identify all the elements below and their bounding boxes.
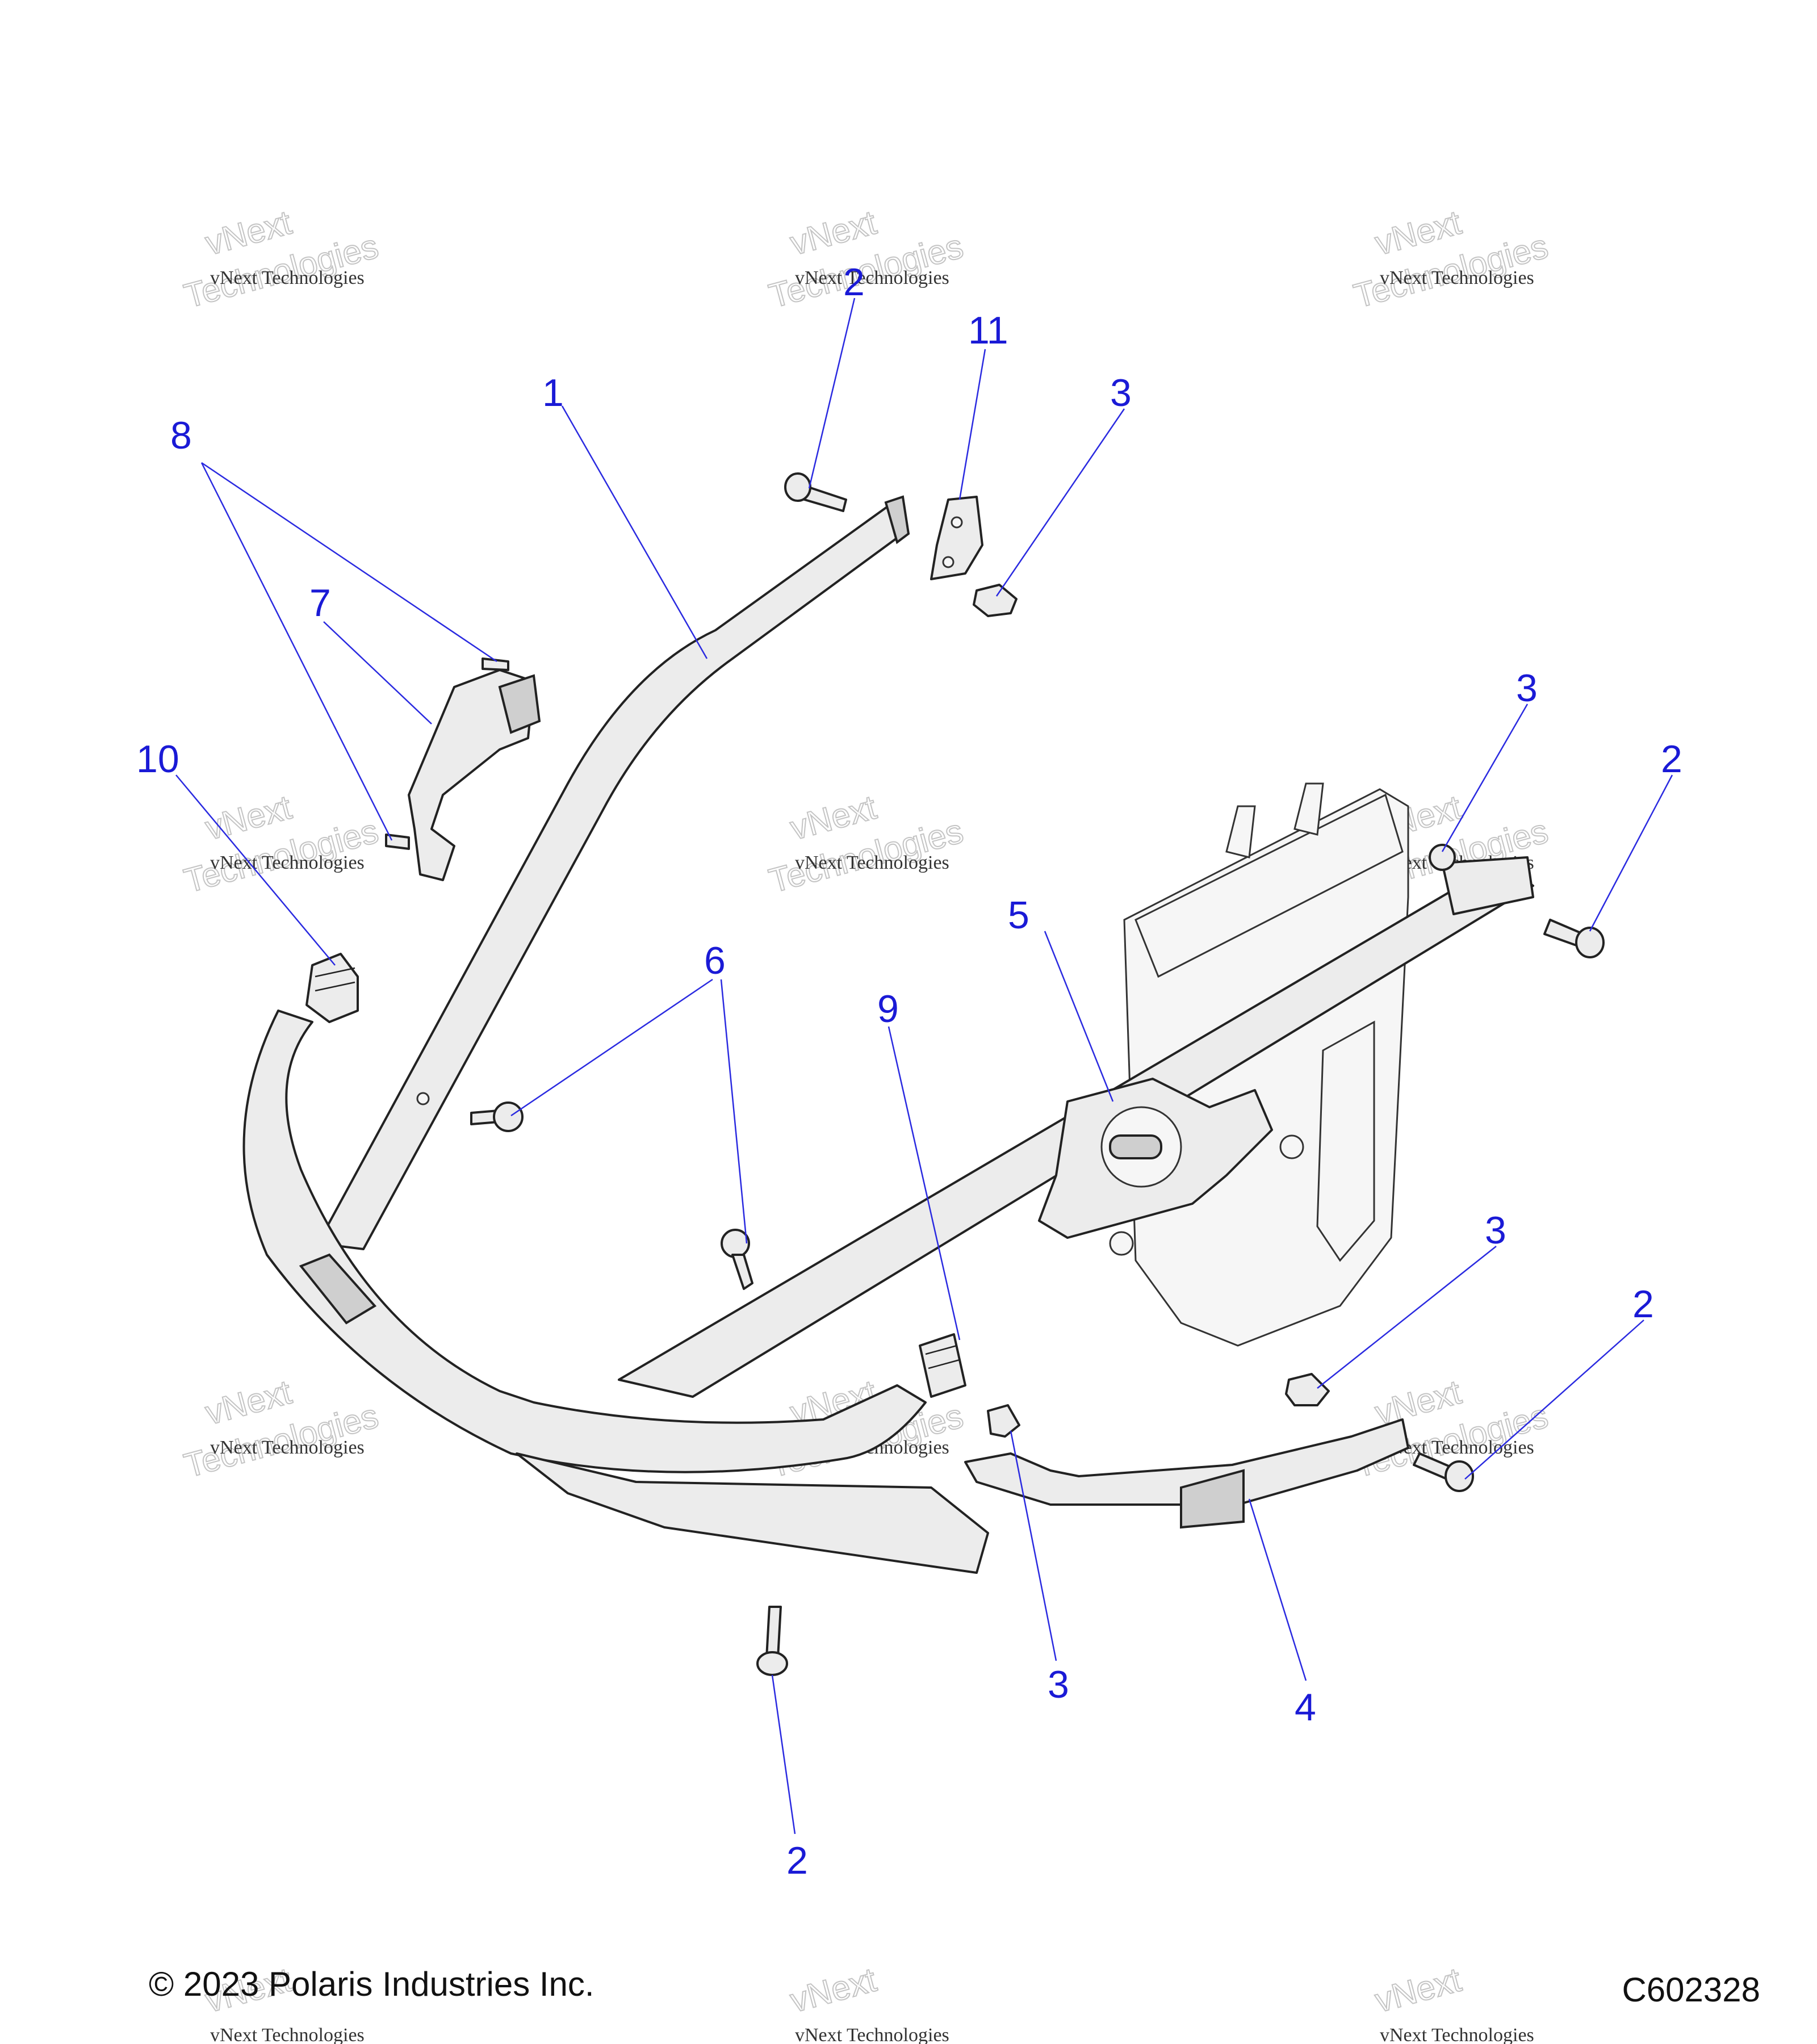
callout-2-lower-right: 2	[1632, 1283, 1654, 1326]
bumper-tube	[242, 1010, 927, 1473]
callout-3-bottom: 3	[1048, 1663, 1069, 1706]
callout-10: 10	[136, 738, 179, 781]
hitch-plate-part-5	[1038, 1078, 1304, 1256]
callout-4: 4	[1295, 1686, 1316, 1729]
skid-plate	[516, 1452, 989, 1574]
svg-text:vNext Technologies: vNext Technologies	[210, 267, 365, 288]
svg-text:vNext Technologies: vNext Technologies	[795, 852, 949, 873]
callout-6: 6	[704, 939, 726, 982]
copyright-notice: © 2023 Polaris Industries Inc.	[149, 1965, 594, 2003]
clip-part-8-top	[482, 657, 509, 671]
svg-text:vNext Technologies: vNext Technologies	[1380, 2025, 1534, 2044]
nut-part-3-right	[1429, 844, 1456, 871]
clip-part-8-bottom	[385, 833, 410, 850]
callout-11: 11	[968, 309, 1008, 352]
svg-text:vNext Technologies: vNext Technologies	[795, 2025, 949, 2044]
plate-part-11	[930, 496, 983, 580]
callouts: 1 2 2 2 2 3 3 3 3 4 5 6 7 8 9 10 11	[136, 261, 1682, 1882]
svg-text:vNext: vNext	[1371, 1961, 1466, 2020]
callout-2-top: 2	[843, 261, 865, 304]
end-cap-part-10	[305, 953, 359, 1023]
drawing-number: C602328	[1622, 1971, 1760, 2009]
callout-9: 9	[877, 987, 899, 1031]
svg-text:vNext Technologies: vNext Technologies	[210, 1437, 365, 1458]
callout-8: 8	[170, 414, 192, 457]
callout-1: 1	[542, 371, 564, 414]
callout-3-lower: 3	[1485, 1209, 1506, 1252]
callout-5: 5	[1008, 894, 1029, 937]
callout-3-right: 3	[1516, 667, 1538, 710]
svg-text:vNext Technologies: vNext Technologies	[210, 852, 365, 873]
nut-part-3-bottom	[987, 1404, 1020, 1438]
nut-part-3-lower	[1285, 1373, 1330, 1406]
callout-3-top: 3	[1110, 371, 1132, 414]
background-housing	[1123, 782, 1409, 1347]
callout-2-bottom: 2	[786, 1839, 808, 1882]
lower-bracket-part-4	[964, 1418, 1409, 1529]
callout-7: 7	[309, 581, 331, 625]
svg-text:vNext Technologies: vNext Technologies	[795, 267, 949, 288]
rivet-part-6-left	[470, 1101, 524, 1132]
mount-bracket-part-7	[408, 669, 541, 881]
bolt-part-2-right	[1543, 919, 1605, 958]
svg-text:vNext Technologies: vNext Technologies	[1380, 267, 1534, 288]
bolt-part-2-top	[784, 472, 847, 512]
nut-part-3-top	[973, 584, 1018, 617]
svg-text:vNext: vNext	[786, 1961, 881, 2020]
main-tube-part-1	[317, 495, 910, 1250]
rivet-part-6-right	[721, 1229, 753, 1290]
leader-lines	[175, 298, 1673, 1834]
grommet-part-9	[919, 1333, 966, 1398]
svg-text:vNext Technologies: vNext Technologies	[210, 2025, 365, 2044]
bolt-part-2-lower-right	[1413, 1452, 1474, 1492]
bolt-part-2-bottom	[756, 1606, 788, 1676]
callout-2-right: 2	[1661, 738, 1682, 781]
